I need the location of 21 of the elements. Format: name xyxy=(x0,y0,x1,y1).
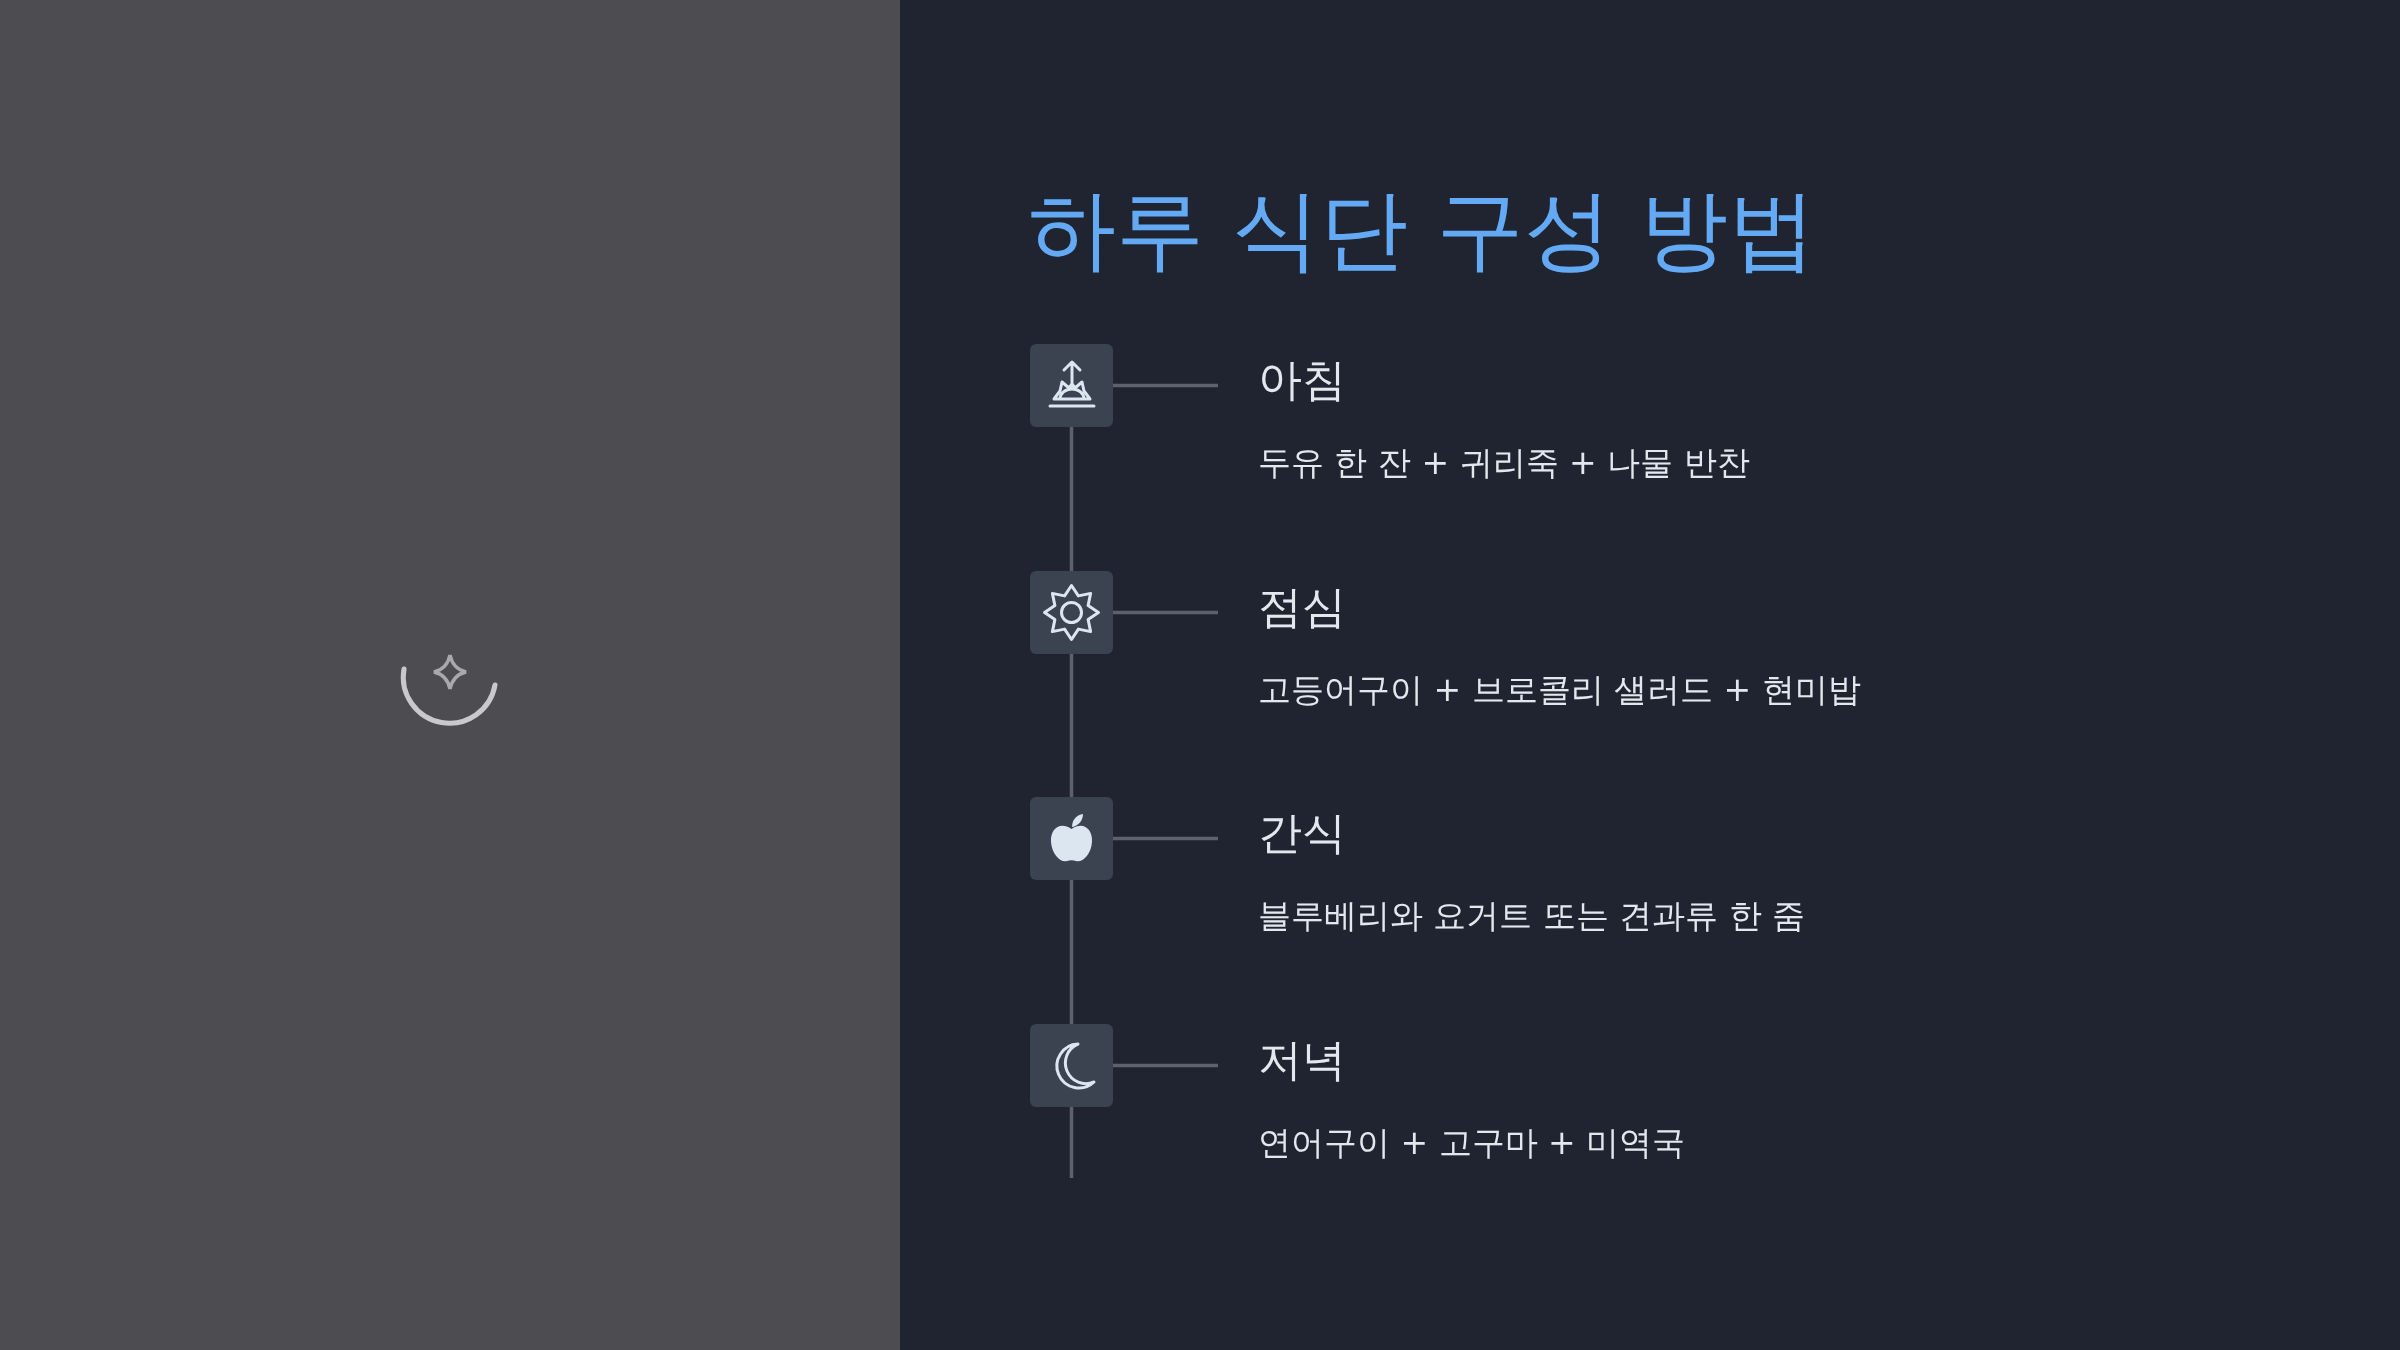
connector-line xyxy=(1069,427,1074,571)
icon-box xyxy=(1030,344,1113,427)
meal-description: 블루베리와 요거트 또는 견과류 한 줌 xyxy=(1258,895,1806,937)
meal-description: 연어구이 + 고구마 + 미역국 xyxy=(1258,1122,1686,1164)
connector-line xyxy=(1113,1063,1218,1068)
icon-box xyxy=(1030,797,1113,880)
icon-box xyxy=(1030,571,1113,654)
connector-line xyxy=(1113,383,1218,388)
connector-line xyxy=(1113,610,1218,615)
connector-line xyxy=(1069,654,1074,797)
connector-line xyxy=(1069,880,1074,1024)
connector-line xyxy=(1069,1107,1074,1178)
meal-heading: 저녁 xyxy=(1258,1033,1347,1087)
title: 하루 식단 구성 방법 xyxy=(1028,177,1816,283)
connector-line xyxy=(1113,836,1218,841)
meal-description: 고등어구이 + 브로콜리 샐러드 + 현미밥 xyxy=(1258,669,1861,711)
meal-heading: 아침 xyxy=(1258,353,1347,407)
meal-heading: 간식 xyxy=(1258,806,1347,860)
meal-description: 두유 한 잔 + 귀리죽 + 나물 반찬 xyxy=(1258,442,1750,484)
meal-heading: 점심 xyxy=(1258,580,1347,634)
icon-box xyxy=(1030,1024,1113,1107)
